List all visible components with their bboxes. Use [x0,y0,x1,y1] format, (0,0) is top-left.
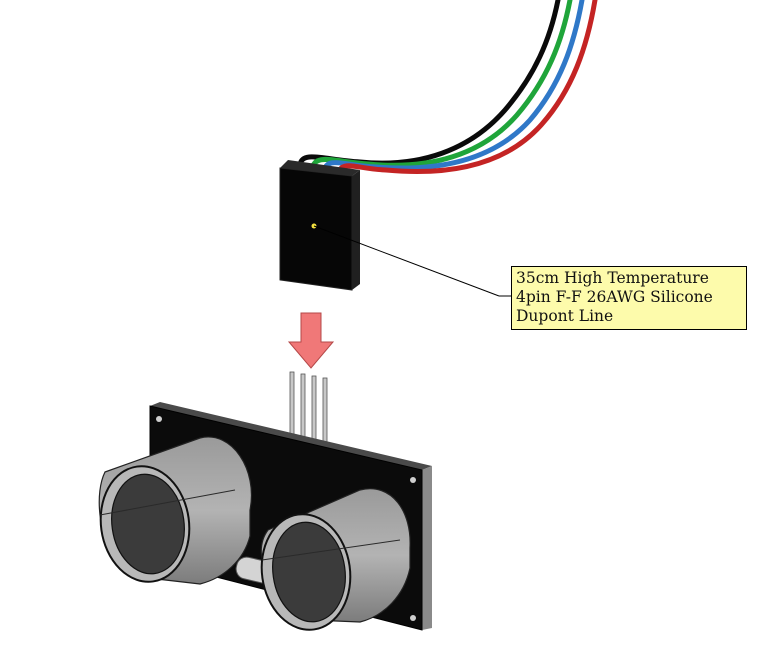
transducer-left [98,436,252,585]
cable-bundle [297,0,598,179]
mount-hole [156,416,162,422]
mount-hole [410,615,416,621]
transducer-right [260,488,411,631]
callout-line-3: Dupont Line [516,307,614,325]
callout-line-1: 35cm High Temperature [516,269,709,287]
wire-black [297,0,561,168]
mount-hole [410,477,416,483]
wire-green [309,0,573,173]
callout-line-2: 4pin F-F 26AWG Silicone [516,288,713,306]
dupont-connector [279,160,360,291]
wire-red [335,0,598,179]
part-description-callout: 35cm High Temperature 4pin F-F 26AWG Sil… [511,266,747,330]
down-arrow-icon [287,312,335,369]
callout-leader-line [313,225,500,297]
